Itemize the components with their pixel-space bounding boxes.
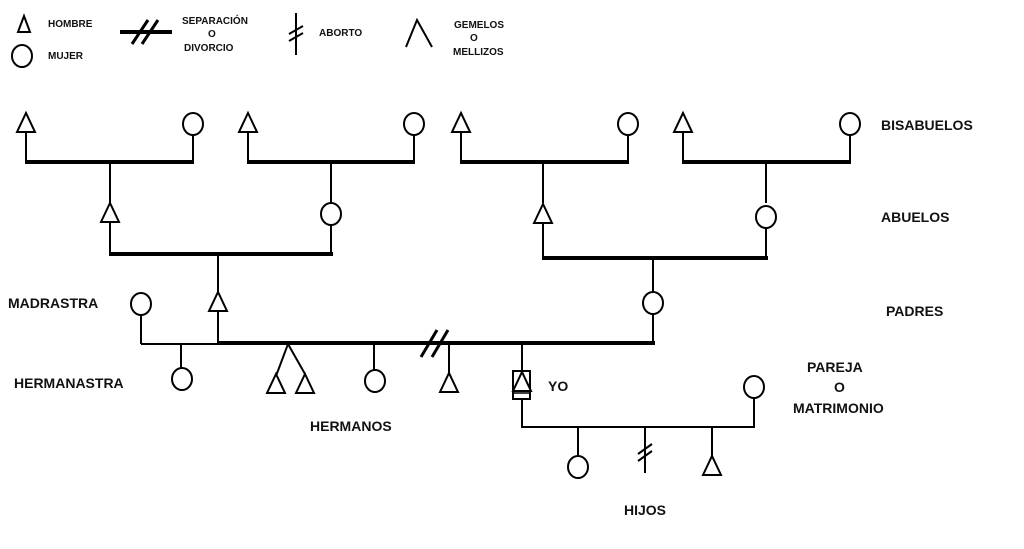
great-grandfather-icon [450, 110, 472, 133]
family-tree [15, 110, 861, 479]
label-partner-3: MATRIMONIO [793, 400, 884, 416]
great-grandmother-icon [182, 112, 204, 136]
son-icon [701, 453, 723, 476]
twin-brother-icon [294, 371, 316, 394]
twins-line [275, 343, 289, 377]
legend-female-label: MUJER [48, 51, 84, 62]
partner-icon [743, 375, 765, 399]
great-grandmother-icon [617, 112, 639, 136]
mother-icon [642, 291, 664, 315]
legend-divorce-label-1: SEPARACIÓN [182, 14, 248, 27]
miscarriage-mark [637, 450, 653, 462]
label-partner-2: O [834, 379, 845, 395]
legend-male-label: HOMBRE [48, 19, 93, 30]
legend-miscarriage-label: ABORTO [319, 28, 362, 39]
label-partner-1: PAREJA [807, 359, 863, 375]
great-grandmother-icon [403, 112, 425, 136]
father-icon [207, 289, 229, 312]
legend-male-icon [16, 13, 32, 33]
legend-twins-label-1: GEMELOS [454, 20, 504, 31]
self-icon [511, 369, 533, 392]
label-great-grandparents: BISABUELOS [881, 117, 973, 133]
great-grandfather-icon [237, 110, 259, 133]
divorce-mark [419, 329, 439, 358]
legend: HOMBRE MUJER SEPARACIÓN O DIVORCIO ABORT… [11, 13, 504, 68]
legend-miscarriage-icon [288, 13, 304, 55]
legend-divorce-icon [120, 19, 172, 45]
miscarriage-mark [637, 443, 653, 455]
label-grandparents: ABUELOS [881, 209, 949, 225]
divorce-mark [430, 329, 450, 358]
sister-icon [364, 369, 386, 393]
legend-divorce-label-3: DIVORCIO [184, 43, 234, 54]
label-half-sister: HERMANASTRA [14, 375, 124, 391]
twin-brother-icon [265, 371, 287, 394]
great-grandmother-icon [839, 112, 861, 136]
legend-divorce-label-2: O [208, 29, 216, 40]
great-grandfather-icon [15, 110, 37, 133]
label-self: YO [548, 378, 568, 394]
legend-twins-icon [405, 17, 433, 48]
generation-labels: BISABUELOS ABUELOS PADRES MADRASTRA HERM… [8, 117, 973, 518]
maternal-grandfather-icon [532, 201, 554, 224]
daughter-icon [567, 455, 589, 479]
label-stepmother: MADRASTRA [8, 295, 98, 311]
paternal-grandfather-icon [99, 200, 121, 223]
legend-twins-label-2: O [470, 33, 478, 44]
half-sister-icon [171, 367, 193, 391]
label-children: HIJOS [624, 502, 666, 518]
legend-female-icon [11, 44, 33, 68]
stepmother-icon [130, 292, 152, 316]
maternal-grandmother-icon [755, 205, 777, 229]
great-grandfather-icon [672, 110, 694, 133]
paternal-grandmother-icon [320, 202, 342, 226]
label-parents: PADRES [886, 303, 943, 319]
twins-line [287, 343, 306, 375]
brother-icon [438, 370, 460, 393]
label-siblings: HERMANOS [310, 418, 392, 434]
legend-twins-label-3: MELLIZOS [453, 47, 504, 58]
